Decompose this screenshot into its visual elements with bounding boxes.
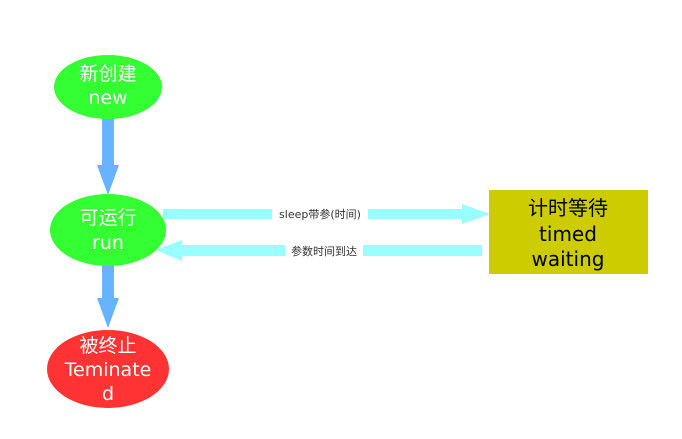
state-run-label-cn: 可运行 [79,207,136,229]
state-new: 新创建 new [54,55,162,119]
state-run-label-en: run [92,232,124,254]
state-new-label-cn: 新创建 [79,63,136,85]
state-terminated-label-cn: 被终止 [79,335,136,357]
arrow-run-to-terminated [97,264,119,328]
state-waiting-label-en1: timed [539,222,597,246]
state-timed-waiting: 计时等待 timed waiting [489,190,648,274]
state-waiting-label-cn: 计时等待 [528,196,608,220]
state-new-label-en: new [88,87,127,109]
state-terminated-label-en-cont: d [102,383,114,405]
state-terminated: 被终止 Teminate d [47,330,169,408]
edge-label-time-reached: 参数时间到达 [291,244,357,258]
state-run: 可运行 run [50,194,166,266]
arrow-new-to-run [97,118,119,195]
edge-label-sleep: sleep带参(时间) [279,207,361,221]
state-terminated-label-en: Teminate [64,359,152,381]
state-waiting-label-en2: waiting [532,247,605,271]
